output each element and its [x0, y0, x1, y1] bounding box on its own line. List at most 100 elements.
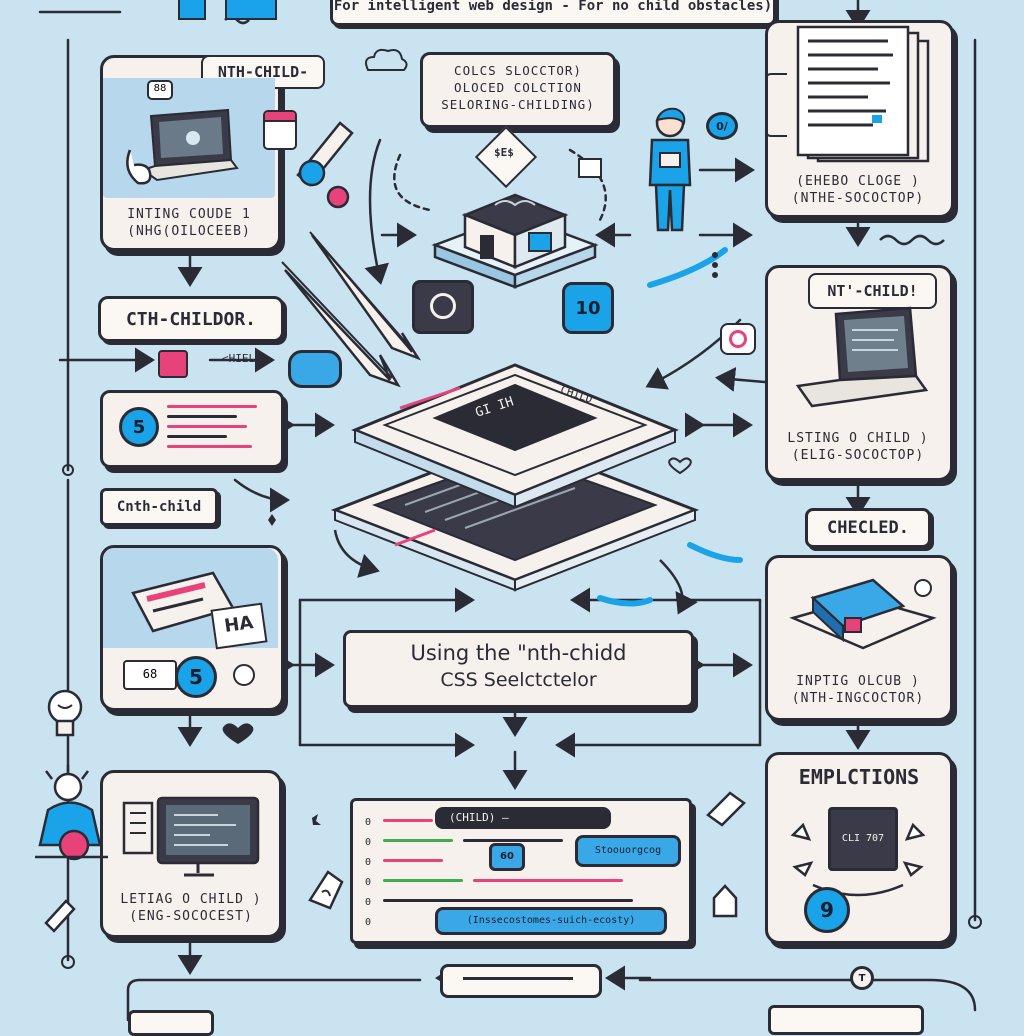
code-pill-long-text: (Inssecostomes-suich-ecosty) [466, 915, 636, 926]
dark-square-icon [412, 280, 474, 334]
card-left-code: 5 [100, 390, 284, 468]
bottom-left-caption: LETIAG O CHILD ) (ENG-SOCOCEST) [103, 891, 279, 925]
small-badge-top: 0/ [706, 112, 738, 140]
diamond-text: $E$ [494, 146, 514, 159]
banner-text-main: For intelligent web design - For no chil… [333, 0, 773, 14]
card-emplctions: EMPLCTIONS CLI 707 9 [765, 752, 953, 944]
top-right-caption-2: (NTHE-SOCOCTOP) [791, 191, 925, 206]
card-top-left: NTH-CHILD- 88 INTING COUDE 1 (NHG(OILOCE… [100, 55, 325, 251]
small-label: <HIEL [222, 352, 256, 365]
center-box-line-1: COLCS SLOCCTOR) [454, 63, 582, 78]
center-title-card: Using the "nth-chidd CSS Seelctctelor [343, 630, 694, 708]
top-banner: NTH-CHILD- For intelligent web design - … [330, 0, 776, 26]
card-bottom-left: LETIAG O CHILD ) (ENG-SOCOCEST) [100, 770, 282, 938]
hook-icon [308, 870, 344, 910]
bottom-right-pill [768, 1005, 924, 1035]
code-line [383, 859, 443, 862]
lightbulb-icon [47, 689, 83, 737]
top-left-blocks [178, 0, 206, 20]
mid-right-caption: LSTING O CHILD ) (ELIG-SOCOCTOP) [768, 430, 948, 464]
mini-box: 68 [123, 660, 177, 690]
small-circle-icon: T [850, 966, 874, 990]
ha-tag: HA [210, 602, 268, 650]
code-pill-blue-text: Stoouorgcog [594, 845, 662, 856]
speech-bubble-icon: 88 [147, 80, 173, 100]
right-lower-caption-2: (NTH-INGCOCTOR) [791, 691, 925, 706]
person-icon [35, 765, 108, 861]
monitor-icon [122, 796, 260, 877]
center-title-line-1: Using the "nth-chidd [410, 641, 627, 665]
caption-block: INTING COUDE 1 (NHG(OILOCEEB) [103, 206, 275, 240]
code-line [167, 425, 247, 428]
mid-right-caption-1: LSTING O CHILD ) [787, 431, 929, 446]
code-line [383, 819, 433, 822]
pink-box-icon [158, 350, 188, 378]
small-window-icon [578, 158, 602, 178]
code-pill-blue-small: 60 [489, 843, 525, 871]
checked-text: CHECLED. [827, 518, 909, 538]
code-pill-dark: (CHILD) — [435, 807, 611, 829]
emplctions-screen-text: CLI 707 [841, 833, 885, 844]
speech-chip-icon [288, 350, 342, 388]
bottom-pill [440, 964, 602, 998]
card-top-right: (EHEBO CLOGE ) (NTHE-SOCOCTOP) [765, 20, 954, 218]
top-left-blocks-2 [225, 0, 277, 20]
bottom-left-caption-1: LETIAG O CHILD ) [120, 892, 262, 907]
card-top-center: COLCS SLOCCTOR) OLOCED COLCTION SELORING… [420, 52, 616, 128]
heart-icon [222, 723, 254, 744]
center-box-text: COLCS SLOCCTOR) OLOCED COLCTION SELORING… [423, 55, 613, 113]
code-line [463, 839, 563, 842]
cth-childor-text: CTH-CHILDOR. [125, 308, 257, 330]
jar-icon [263, 110, 297, 150]
code-line [167, 415, 237, 418]
bean-icon [126, 149, 152, 185]
ha-tag-text: HA [222, 612, 255, 637]
eraser-icon [44, 899, 76, 933]
code-line [383, 839, 453, 842]
bottom-left-caption-2: (ENG-SOCOCEST) [129, 909, 253, 924]
laptop-icon [795, 306, 928, 408]
code-pill-blue: Stoouorgcog [575, 835, 681, 867]
side-clip-icon [765, 73, 787, 137]
caption-line-1: INTING COUDE 1 [127, 207, 251, 222]
center-box-line-3: SELORING-CHILDING) [441, 97, 595, 112]
code-line [167, 405, 257, 408]
code-line [473, 879, 623, 882]
center-title-line-2: CSS Seelctctelor [440, 669, 597, 691]
emplctions-badge: 9 [804, 887, 850, 933]
nth-child-title: NTH-CHILD- [217, 63, 309, 81]
cycle-arrows-icon [790, 822, 926, 897]
checked-label: CHECLED. [805, 508, 931, 548]
center-badge-text: 10 [575, 297, 601, 319]
card-right-lower: INPTIG OLCUB ) (NTH-INGCOCTOR) [765, 555, 953, 721]
document-icon [796, 25, 930, 163]
apple-icon [233, 664, 255, 686]
code-pill-dark-text: (CHILD) — [449, 811, 509, 824]
person-icon [648, 107, 692, 232]
mini-box-text: 68 [142, 667, 158, 681]
cth-childor-label: CTH-CHILDOR. [98, 296, 284, 342]
house-icon [712, 884, 738, 918]
code-line [167, 445, 252, 448]
caption-line-2: (NHG(OILOCEEB) [127, 224, 251, 239]
laptop-icon [140, 108, 239, 182]
card-left-lower: HA 68 5 [100, 545, 284, 711]
code-line [167, 435, 227, 438]
code-pill-long: (Inssecostomes-suich-ecosty) [435, 907, 667, 935]
pen-icon [296, 121, 354, 209]
pink-dial-icon [720, 323, 756, 355]
mid-right-caption-2: (ELIG-SOCOCTOP) [791, 448, 925, 463]
center-badge: 10 [562, 282, 614, 334]
mid-right-title-text: NT'-CHILD! [827, 282, 918, 300]
right-lower-caption: INPTIG OLCUB ) (NTH-INGCOCTOR) [768, 673, 948, 707]
house-icon [431, 193, 599, 289]
top-right-caption: (EHEBO CLOGE ) (NTHE-SOCOCTOP) [768, 173, 948, 207]
ticket-icon [131, 571, 235, 633]
bottom-left-box [128, 1010, 214, 1036]
emplctions-title: EMPLCTIONS [798, 765, 920, 789]
mid-right-title: NT'-CHILD! [808, 273, 937, 309]
tool-icon [706, 791, 746, 827]
